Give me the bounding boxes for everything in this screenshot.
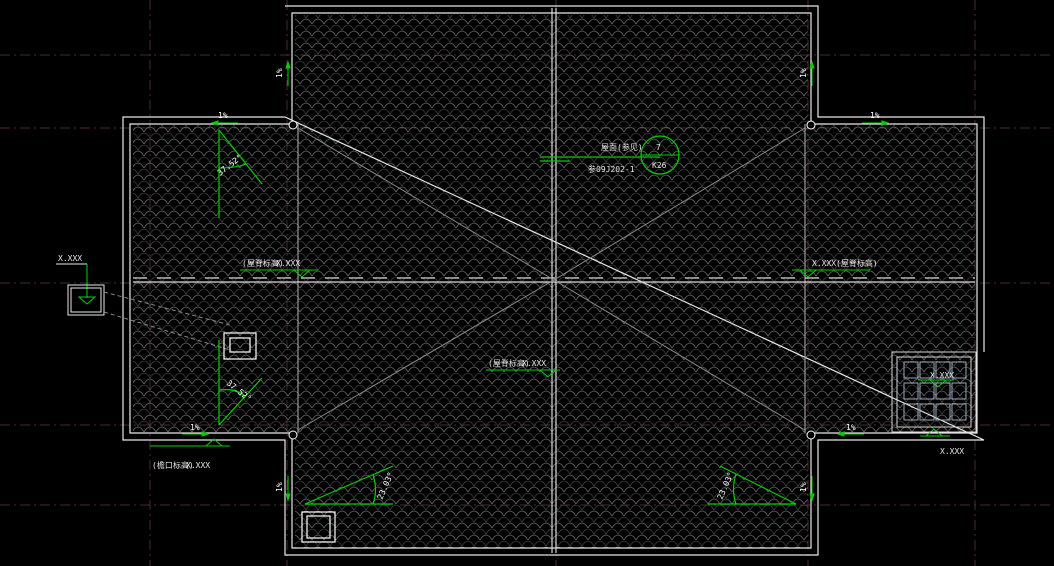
slope-label-north-right: 1% (799, 68, 808, 78)
outside-elevation-box (56, 263, 231, 351)
elev-left-value: X.XXX (276, 259, 300, 268)
elev-chimney-below: X.XXX (940, 447, 964, 456)
hip-lines (297, 127, 806, 431)
elev-eave-label: (檐口标高) (152, 460, 194, 470)
slope-label-south-left: 1% (275, 482, 284, 492)
slope-label-bottom-right: 1% (846, 423, 856, 432)
roof-note-line1: 屋面(参见) (601, 142, 643, 152)
skylight-left (223, 332, 257, 360)
slope-label-top-left: 1% (218, 111, 228, 120)
axis-markers (288, 120, 816, 440)
elev-right-value: X.XXX (812, 259, 836, 268)
slope-label-south-right: 1% (799, 482, 808, 492)
slope-label-bottom-left: 1% (190, 423, 200, 432)
elev-center-label: (屋脊标高) (488, 358, 530, 368)
detail-sheet-number: K26 (652, 161, 667, 170)
slope-label-north-left: 1% (275, 68, 284, 78)
roof-detail-callout: 屋面(参见) 参09J202-1 7 K26 (540, 135, 680, 175)
slope-label-top-right: 1% (870, 111, 880, 120)
hatch-bottom-left (301, 511, 336, 543)
elev-chimney-value: X.XXX (930, 371, 954, 380)
elev-eave-value: X.XXX (186, 461, 210, 470)
slope-arrows (182, 60, 890, 502)
elevation-markers (150, 269, 954, 447)
elev-outside-value: X.XXX (58, 254, 82, 263)
elev-right-label: (屋脊标高) (836, 258, 878, 268)
ridge-lines (133, 8, 975, 553)
elev-center-value: X.XXX (522, 359, 546, 368)
detail-ref-number: 7 (656, 143, 661, 152)
roof-note-line2: 参09J202-1 (588, 164, 635, 174)
angle-annotations (218, 129, 797, 505)
chimney-right (891, 351, 977, 433)
elev-left-label: (屋脊标高) (242, 258, 284, 268)
